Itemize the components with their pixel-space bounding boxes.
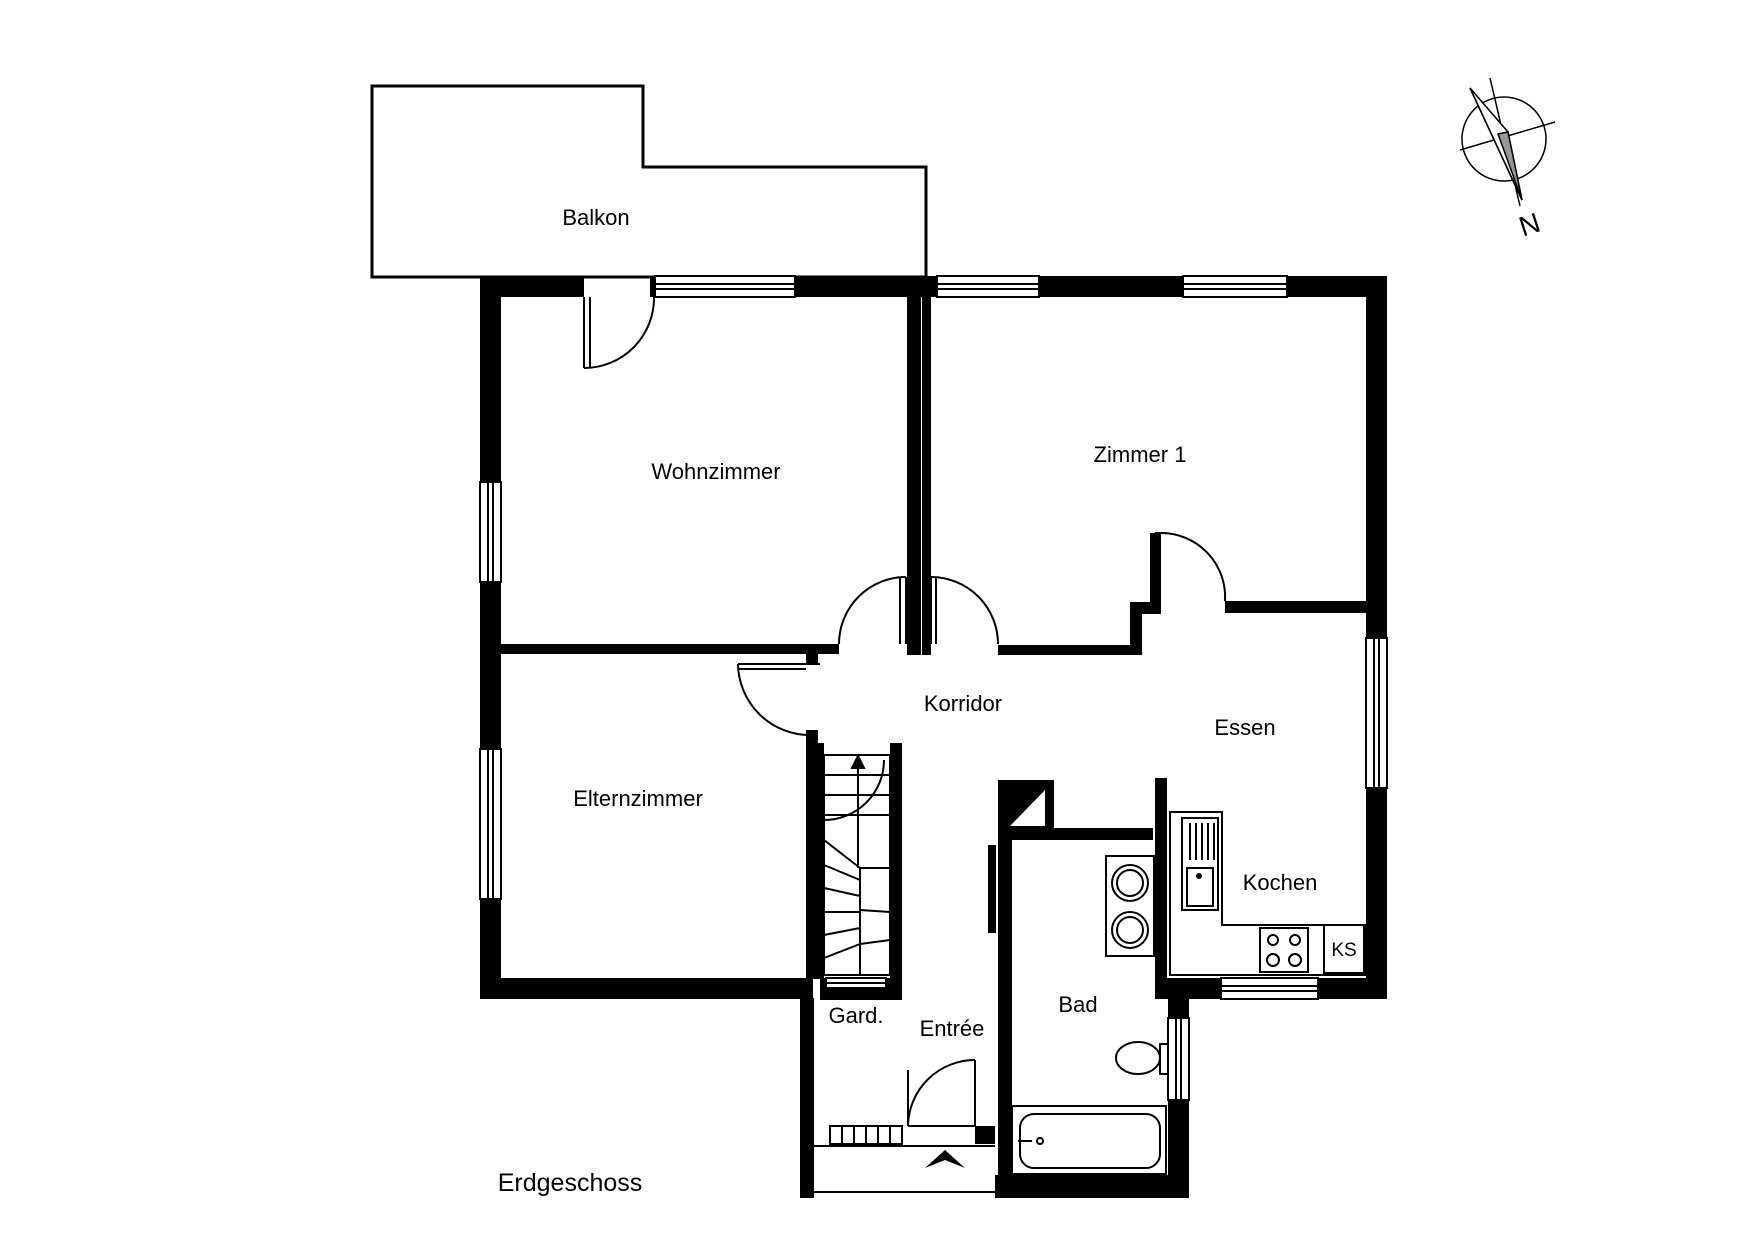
window-essen-right xyxy=(1365,637,1388,789)
room-label-kochen: Kochen xyxy=(1243,870,1318,895)
window-elternzimmer-left xyxy=(479,748,502,900)
interior-walls xyxy=(501,297,1366,1000)
door-zimmer1-left xyxy=(930,576,999,645)
balcony-outline xyxy=(370,84,928,279)
window-zimmer1-left xyxy=(936,275,1040,298)
room-label-gard: Gard. xyxy=(828,1003,883,1028)
room-label-elternzimmer: Elternzimmer xyxy=(573,786,703,811)
compass-icon xyxy=(1459,77,1556,207)
room-label-bad: Bad xyxy=(1058,992,1097,1017)
floor-caption: Erdgeschoss xyxy=(498,1169,643,1197)
entrance-steps xyxy=(814,1125,995,1193)
room-label-korridor: Korridor xyxy=(924,691,1002,716)
room-label-wohnzimmer: Wohnzimmer xyxy=(651,459,780,484)
room-label-essen: Essen xyxy=(1214,715,1275,740)
kitchen-fixtures xyxy=(1169,811,1367,976)
door-zimmer1-right xyxy=(1155,531,1227,602)
bathroom-fixtures xyxy=(1011,855,1169,1175)
window-wohnzimmer-left xyxy=(479,481,502,583)
door-elternzimmer xyxy=(737,663,820,736)
room-label-balkon: Balkon xyxy=(562,205,629,230)
fridge-label: KS xyxy=(1331,940,1356,961)
door-balcony xyxy=(583,296,656,369)
staircase xyxy=(823,753,891,976)
bathtub-icon xyxy=(1011,1105,1167,1175)
toilet-icon xyxy=(1115,1041,1169,1075)
fridge xyxy=(1323,924,1365,974)
shaft-marker xyxy=(1010,790,1045,826)
window-gard xyxy=(825,977,887,989)
doors xyxy=(583,296,1227,1127)
room-label-entree: Entrée xyxy=(920,1016,985,1041)
door-wohnzimmer xyxy=(838,576,907,645)
window-wohnzimmer-top xyxy=(654,275,796,298)
room-label-zimmer1: Zimmer 1 xyxy=(1094,442,1187,467)
washbasins xyxy=(1105,855,1155,957)
stove-icon xyxy=(1259,927,1309,973)
window-bath-right xyxy=(1167,1017,1190,1101)
exterior-walls xyxy=(480,276,1387,1198)
windows xyxy=(479,275,1388,1101)
window-zimmer1-right xyxy=(1182,275,1288,298)
door-entree xyxy=(907,1059,976,1127)
window-kitchen-bottom xyxy=(1220,977,1319,1000)
kitchen-sink xyxy=(1181,817,1219,911)
entrance-arrow-icon xyxy=(925,1150,965,1168)
